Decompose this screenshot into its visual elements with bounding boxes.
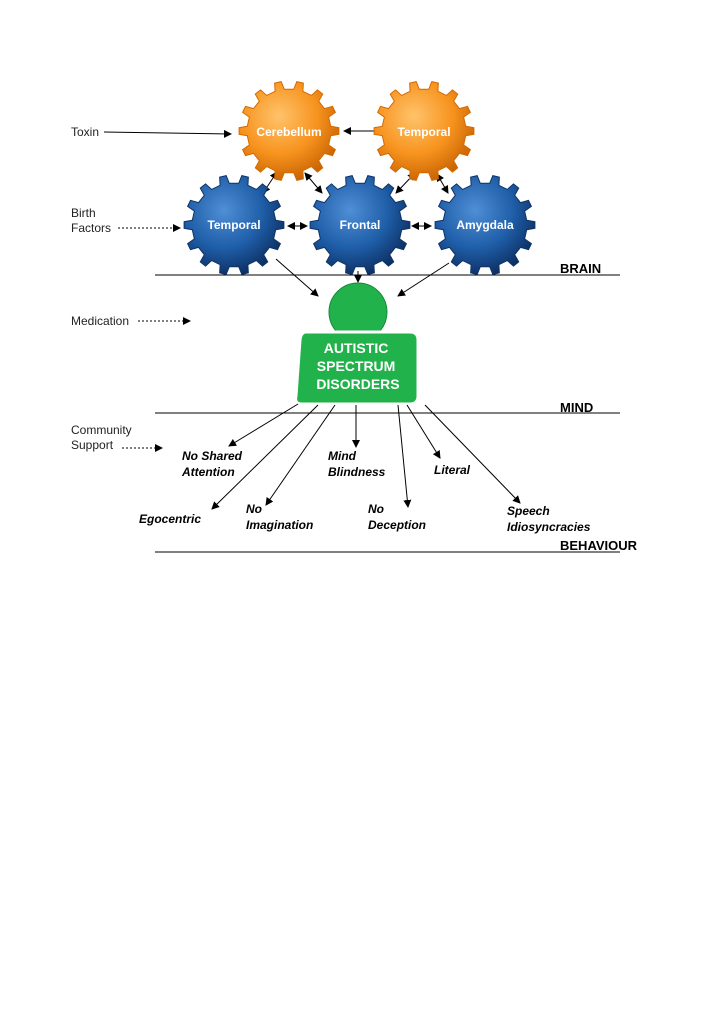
temporal-to-center-arrow	[275, 258, 319, 297]
mind-blindness-line-2: Blindness	[328, 465, 386, 479]
gear-temporal-top	[373, 81, 475, 181]
community-support-label: Community Support	[71, 423, 135, 452]
arrow-no-deception	[397, 404, 412, 508]
figure-body	[294, 330, 420, 406]
gear-label-amygdala: Amygdala	[456, 218, 514, 232]
community-support-line-2: Support	[71, 438, 114, 452]
birth-factors-line-2: Factors	[71, 221, 111, 235]
arrow-egocentric	[211, 404, 319, 510]
arrow-no-shared-attention	[228, 403, 299, 447]
center-label-line-3: DISORDERS	[316, 376, 399, 392]
gear-label-temporal-top: Temporal	[397, 125, 450, 139]
birth-factors-label: Birth Factors	[71, 206, 111, 235]
no-deception-line-1: No	[368, 502, 384, 516]
medication-label: Medication	[71, 314, 129, 328]
behaviour-speech-idiosyncracies: Speech Idiosyncracies	[507, 504, 591, 534]
behaviour-label: BEHAVIOUR	[560, 538, 638, 553]
no-shared-attention-line-2: Attention	[181, 465, 235, 479]
arrow-no-imagination	[265, 404, 336, 506]
toxin-label: Toxin	[71, 125, 99, 139]
speech-idiosyncracies-line-1: Speech	[507, 504, 550, 518]
toxin-arrow	[103, 129, 232, 138]
behaviour-no-deception: No Deception	[368, 502, 426, 532]
center-label-line-1: AUTISTIC	[324, 340, 389, 356]
amygdala-to-center-arrow	[397, 262, 450, 297]
no-shared-attention-line-1: No Shared	[182, 449, 243, 463]
gear-label-temporal-left: Temporal	[207, 218, 260, 232]
gear-amygdala	[434, 175, 536, 275]
mind-label: MIND	[560, 400, 593, 415]
brain-label: BRAIN	[560, 261, 601, 276]
arrow-literal	[406, 404, 441, 459]
birth-factors-line-1: Birth	[71, 206, 96, 220]
center-label: AUTISTIC SPECTRUM DISORDERS	[316, 340, 399, 392]
arrow-speech-idiosyncracies	[424, 404, 521, 504]
behaviour-literal: Literal	[434, 463, 471, 477]
behaviour-no-imagination: No Imagination	[246, 502, 313, 532]
gear-frontal	[309, 175, 411, 275]
behaviour-mind-blindness: Mind Blindness	[328, 449, 386, 479]
gear-label-frontal: Frontal	[340, 218, 381, 232]
behaviour-egocentric: Egocentric	[139, 512, 201, 526]
gear-label-cerebellum: Cerebellum	[256, 125, 321, 139]
gear-layer	[183, 81, 536, 275]
mind-blindness-line-1: Mind	[328, 449, 357, 463]
no-imagination-line-1: No	[246, 502, 262, 516]
center-label-line-2: SPECTRUM	[317, 358, 396, 374]
community-support-line-1: Community	[71, 423, 132, 437]
gear-temporal-left	[183, 175, 285, 275]
temporal-amygdala-link	[436, 173, 449, 194]
literal-line-1: Literal	[434, 463, 471, 477]
egocentric-line-1: Egocentric	[139, 512, 201, 526]
speech-idiosyncracies-line-2: Idiosyncracies	[507, 520, 591, 534]
no-deception-line-2: Deception	[368, 518, 426, 532]
autistic-spectrum-disorders-figure	[294, 282, 420, 406]
behaviour-no-shared-attention: No Shared Attention	[181, 449, 245, 479]
gear-cerebellum	[238, 81, 340, 181]
no-imagination-line-2: Imagination	[246, 518, 313, 532]
cerebellum-frontal-link	[304, 172, 323, 194]
